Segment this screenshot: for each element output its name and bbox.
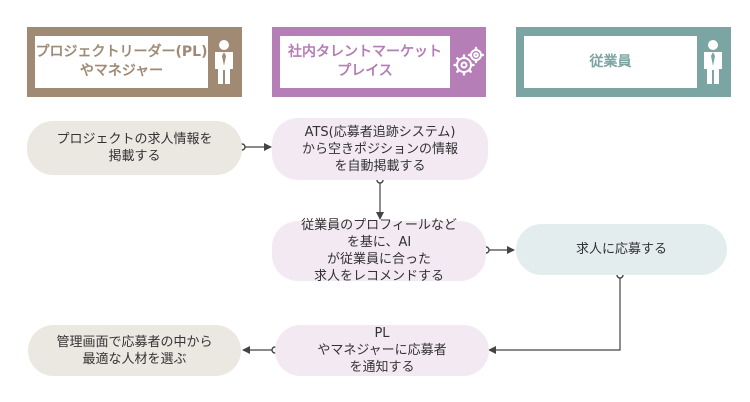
step-apply: 求人に応募する [516, 224, 727, 275]
lane-title-marketplace: 社内タレントマーケットプレイス [280, 36, 450, 88]
lane-header-employee: 従業員 [516, 27, 731, 97]
person-icon [704, 40, 722, 84]
lane-title-employee: 従業員 [524, 36, 697, 88]
person-icon [215, 40, 233, 84]
lane-header-marketplace: 社内タレントマーケットプレイス [272, 27, 486, 97]
step-post-job: プロジェクトの求人情報を掲載する [27, 121, 242, 175]
step-select-candidate: 管理画面で応募者の中から最適な人材を選ぶ [28, 325, 241, 376]
lane-header-pl: プロジェクトリーダー(PL)やマネジャー [27, 27, 242, 97]
gears-icon [453, 46, 484, 76]
lane-title-pl: プロジェクトリーダー(PL)やマネジャー [35, 36, 208, 88]
step-ats-auto-post: ATS(応募者追跡システム)から空きポジションの情報を自動掲載する [272, 118, 488, 180]
